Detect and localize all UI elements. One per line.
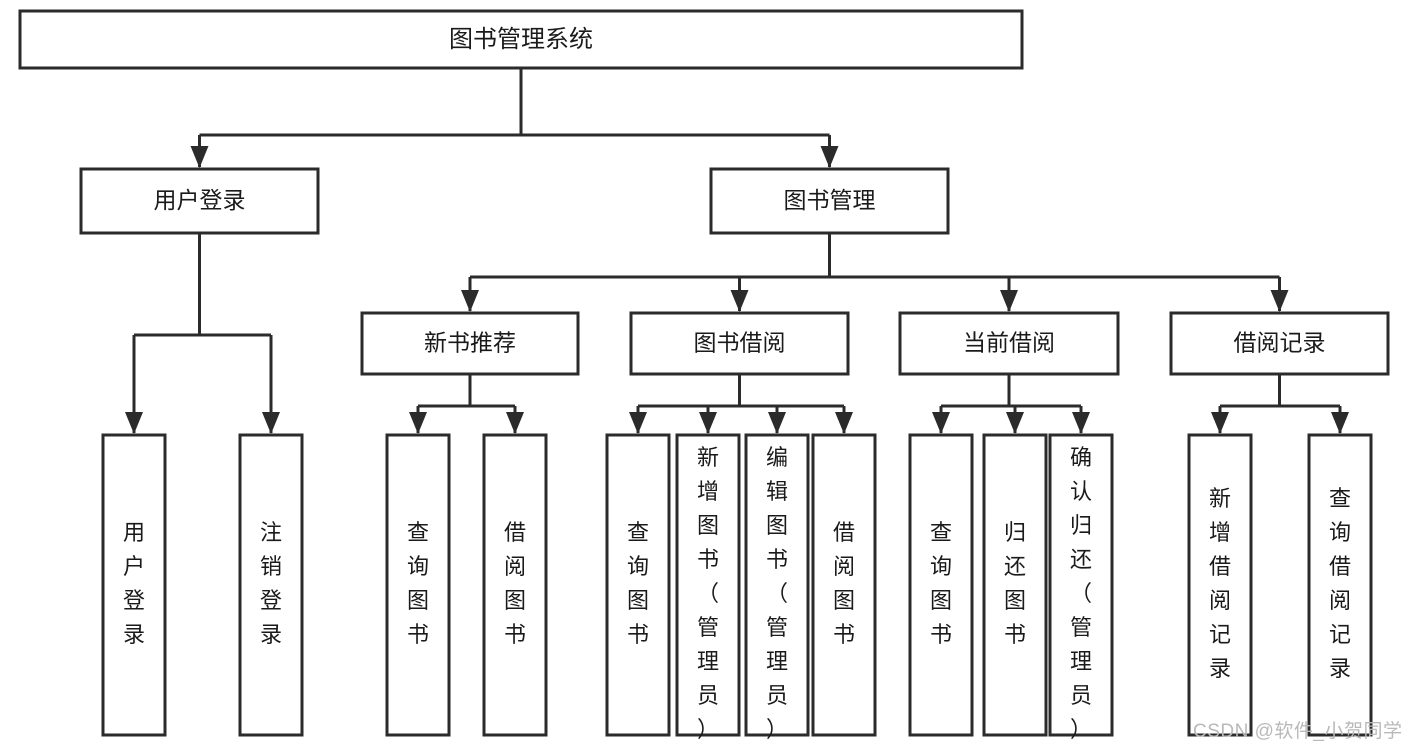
node-leaf-6-rect (675, 433, 741, 737)
node-leaf-3-label: 查询图书 (407, 520, 429, 647)
node-level3-2-label: 图书借阅 (694, 330, 786, 356)
node-level3-4-rect (1169, 311, 1390, 376)
arrow-head-icon (1072, 412, 1090, 434)
node-leaf-7[interactable]: 编辑图书（管理员） (744, 433, 810, 742)
arrow-head-icon (506, 412, 524, 434)
node-leaf-8[interactable]: 借阅图书 (811, 433, 877, 737)
node-leaf-9-label: 查询图书 (930, 520, 952, 647)
node-level3-4[interactable]: 借阅记录 (1169, 311, 1390, 376)
arrow-head-icon (461, 290, 479, 312)
node-leaf-7-rect (744, 433, 810, 737)
arrow-head-icon (125, 412, 143, 434)
node-level3-1-rect (360, 311, 580, 376)
node-leaf-13-rect (1307, 433, 1373, 737)
node-leaf-1-label: 用户登录 (123, 520, 145, 647)
node-leaf-11-label: 确认归还（管理员） (1070, 445, 1092, 742)
node-leaf-10-label: 归还图书 (1004, 520, 1026, 647)
node-leaf-5-rect (605, 433, 671, 737)
arrow-head-icon (1331, 412, 1349, 434)
connector-edges (125, 68, 1349, 434)
node-level3-3-rect (898, 311, 1120, 376)
node-leaf-3[interactable]: 查询图书 (385, 433, 451, 737)
node-leaf-7-label: 编辑图书（管理员） (766, 445, 788, 742)
node-level2-2-label: 图书管理 (784, 187, 876, 213)
node-level3-3[interactable]: 当前借阅 (898, 311, 1120, 376)
node-level2-2[interactable]: 图书管理 (709, 167, 950, 235)
node-level3-1[interactable]: 新书推荐 (360, 311, 580, 376)
node-leaf-4-label: 借阅图书 (504, 520, 526, 647)
node-leaf-3-rect (385, 433, 451, 737)
arrow-head-icon (1006, 412, 1024, 434)
node-root-book-management-system-label: 图书管理系统 (449, 26, 593, 53)
node-root-book-management-system-rect (18, 9, 1024, 70)
node-leaf-12[interactable]: 新增借阅记录 (1187, 433, 1253, 737)
node-leaf-12-label: 新增借阅记录 (1209, 486, 1231, 681)
arrow-head-icon (190, 146, 209, 168)
node-level3-2[interactable]: 图书借阅 (629, 311, 850, 376)
node-level2-1-label: 用户登录 (154, 187, 246, 213)
node-level3-2-rect (629, 311, 850, 376)
node-leaf-5[interactable]: 查询图书 (605, 433, 671, 737)
node-leaf-13-label: 查询借阅记录 (1329, 486, 1351, 681)
node-level3-3-label: 当前借阅 (963, 330, 1055, 356)
arrow-head-icon (932, 412, 950, 434)
node-leaf-8-rect (811, 433, 877, 737)
arrow-head-icon (768, 412, 786, 434)
node-level2-1[interactable]: 用户登录 (79, 167, 320, 235)
arrow-head-icon (1000, 290, 1018, 312)
node-leaf-9[interactable]: 查询图书 (908, 433, 974, 737)
node-leaf-11[interactable]: 确认归还（管理员） (1048, 433, 1114, 742)
node-leaf-8-label: 借阅图书 (833, 520, 855, 647)
node-level2-1-rect (79, 167, 320, 235)
node-leaf-12-rect (1187, 433, 1253, 737)
node-leaf-1-rect (101, 433, 167, 737)
node-level3-1-label: 新书推荐 (424, 330, 516, 356)
node-leaf-13[interactable]: 查询借阅记录 (1307, 433, 1373, 737)
node-leaf-1[interactable]: 用户登录 (101, 433, 167, 737)
node-leaf-11-rect (1048, 433, 1114, 737)
arrow-head-icon (835, 412, 853, 434)
node-leaf-4[interactable]: 借阅图书 (482, 433, 548, 737)
node-leaf-2-rect (238, 433, 304, 737)
node-leaf-10-rect (982, 433, 1048, 737)
arrow-head-icon (730, 290, 749, 312)
node-leaf-2[interactable]: 注销登录 (238, 433, 304, 737)
arrow-head-icon (1211, 412, 1229, 434)
arrow-head-icon (409, 412, 427, 434)
node-leaf-9-rect (908, 433, 974, 737)
arrow-head-icon (629, 412, 647, 434)
node-leaf-6-label: 新增图书（管理员） (697, 445, 719, 742)
node-level3-4-label: 借阅记录 (1234, 330, 1326, 356)
arrow-head-icon (820, 146, 839, 168)
arrow-head-icon (699, 412, 717, 434)
node-level2-2-rect (709, 167, 950, 235)
node-leaf-5-label: 查询图书 (627, 520, 649, 647)
watermark-text: CSDN @软件_小贺同学 (1193, 721, 1403, 742)
node-leaf-4-rect (482, 433, 548, 737)
node-leaf-10[interactable]: 归还图书 (982, 433, 1048, 737)
node-leaf-2-label: 注销登录 (260, 520, 282, 647)
node-root-book-management-system[interactable]: 图书管理系统 (18, 9, 1024, 70)
node-leaf-6[interactable]: 新增图书（管理员） (675, 433, 741, 742)
arrow-head-icon (1270, 290, 1289, 312)
arrow-head-icon (262, 412, 280, 434)
node-boxes: 图书管理系统用户登录图书管理新书推荐图书借阅当前借阅借阅记录用户登录注销登录查询… (18, 9, 1390, 742)
